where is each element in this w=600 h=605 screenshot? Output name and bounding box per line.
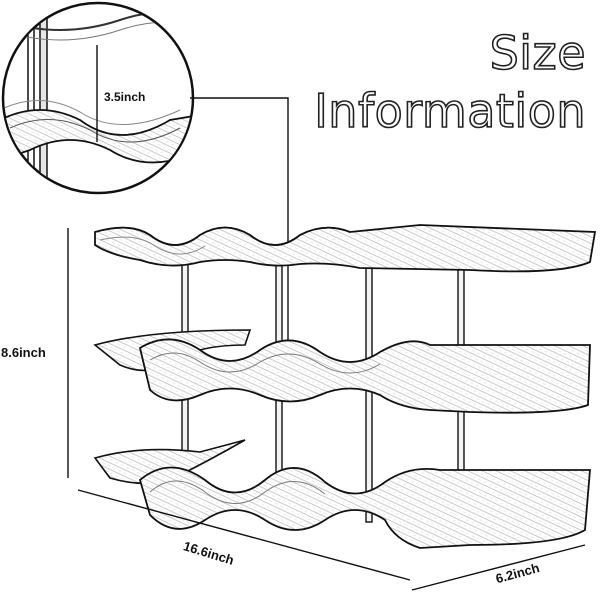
rack-tier-bottom: [93, 439, 591, 549]
leader-line: [190, 97, 289, 360]
magnifier-detail-circle: [1, 1, 195, 195]
tube-diameter-label: 3.5inch: [104, 90, 146, 104]
rack-tier-middle: [93, 329, 591, 414]
rack-tier-top: [94, 224, 597, 273]
title-line-2: Information: [313, 84, 586, 138]
height-label: 8.6inch: [0, 345, 47, 360]
dimension-lines: [67, 228, 586, 591]
title-line-1: Size: [489, 26, 587, 80]
